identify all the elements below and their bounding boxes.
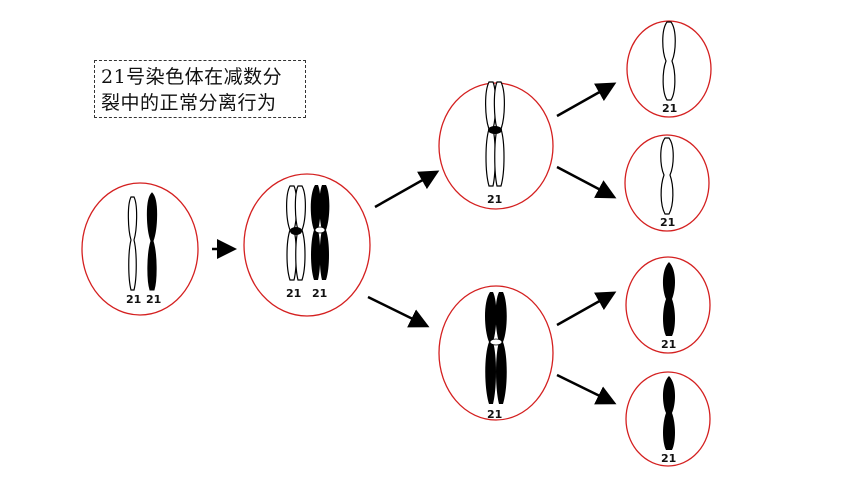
chromosome-label: 21 [660, 216, 675, 229]
chromosome-white-replicated [286, 185, 306, 281]
chromosome-black-dyad [485, 292, 507, 404]
cell-circle [81, 182, 199, 316]
chromosome-white [127, 196, 138, 291]
arrow [556, 373, 617, 405]
stage-meiosis-I-white: 21 [438, 81, 554, 210]
chromosome-black [662, 376, 676, 450]
gamete-white-2: 21 [624, 134, 710, 232]
stage-meiosis-I-black: 21 [438, 285, 554, 421]
arrow [367, 295, 430, 328]
arrow [556, 291, 617, 327]
stage-replicated-pair: 21 21 [243, 173, 371, 317]
chromosome-label: 21 [126, 293, 141, 306]
caption-line-1: 21号染色体在减数分 [101, 66, 283, 88]
chromosome-label: 21 [312, 287, 327, 300]
gamete-black-1: 21 [625, 256, 711, 354]
gamete-white-1: 21 [626, 20, 712, 118]
chromosome-label: 21 [146, 293, 161, 306]
chromosome-black [662, 262, 676, 336]
chromosome-label: 21 [487, 193, 502, 206]
chromosome-label: 21 [662, 102, 677, 115]
chromosome-black-replicated [310, 185, 330, 280]
chromosome-white [660, 137, 674, 215]
chromosome-white-dyad [485, 81, 505, 187]
arrow [556, 82, 617, 118]
arrow [556, 165, 617, 199]
chromosome-label: 21 [286, 287, 301, 300]
caption-line-2: 裂中的正常分离行为 [101, 92, 277, 114]
cell-circle [625, 256, 711, 354]
chromosome-white [662, 21, 676, 101]
caption-box: 21号染色体在减数分 裂中的正常分离行为 [94, 60, 306, 118]
gamete-black-2: 21 [625, 371, 711, 467]
cell-circle [624, 134, 710, 232]
stage-homologous-pair: 21 21 [81, 182, 199, 316]
chromosome-label: 21 [661, 452, 676, 465]
cell-circle [438, 285, 554, 421]
cell-circle [626, 20, 712, 118]
cell-circle [625, 371, 711, 467]
cell-circle [243, 173, 371, 317]
chromosome-label: 21 [661, 338, 676, 351]
chromosome-black [146, 192, 158, 291]
arrow [374, 170, 440, 209]
chromosome-label: 21 [487, 408, 502, 421]
